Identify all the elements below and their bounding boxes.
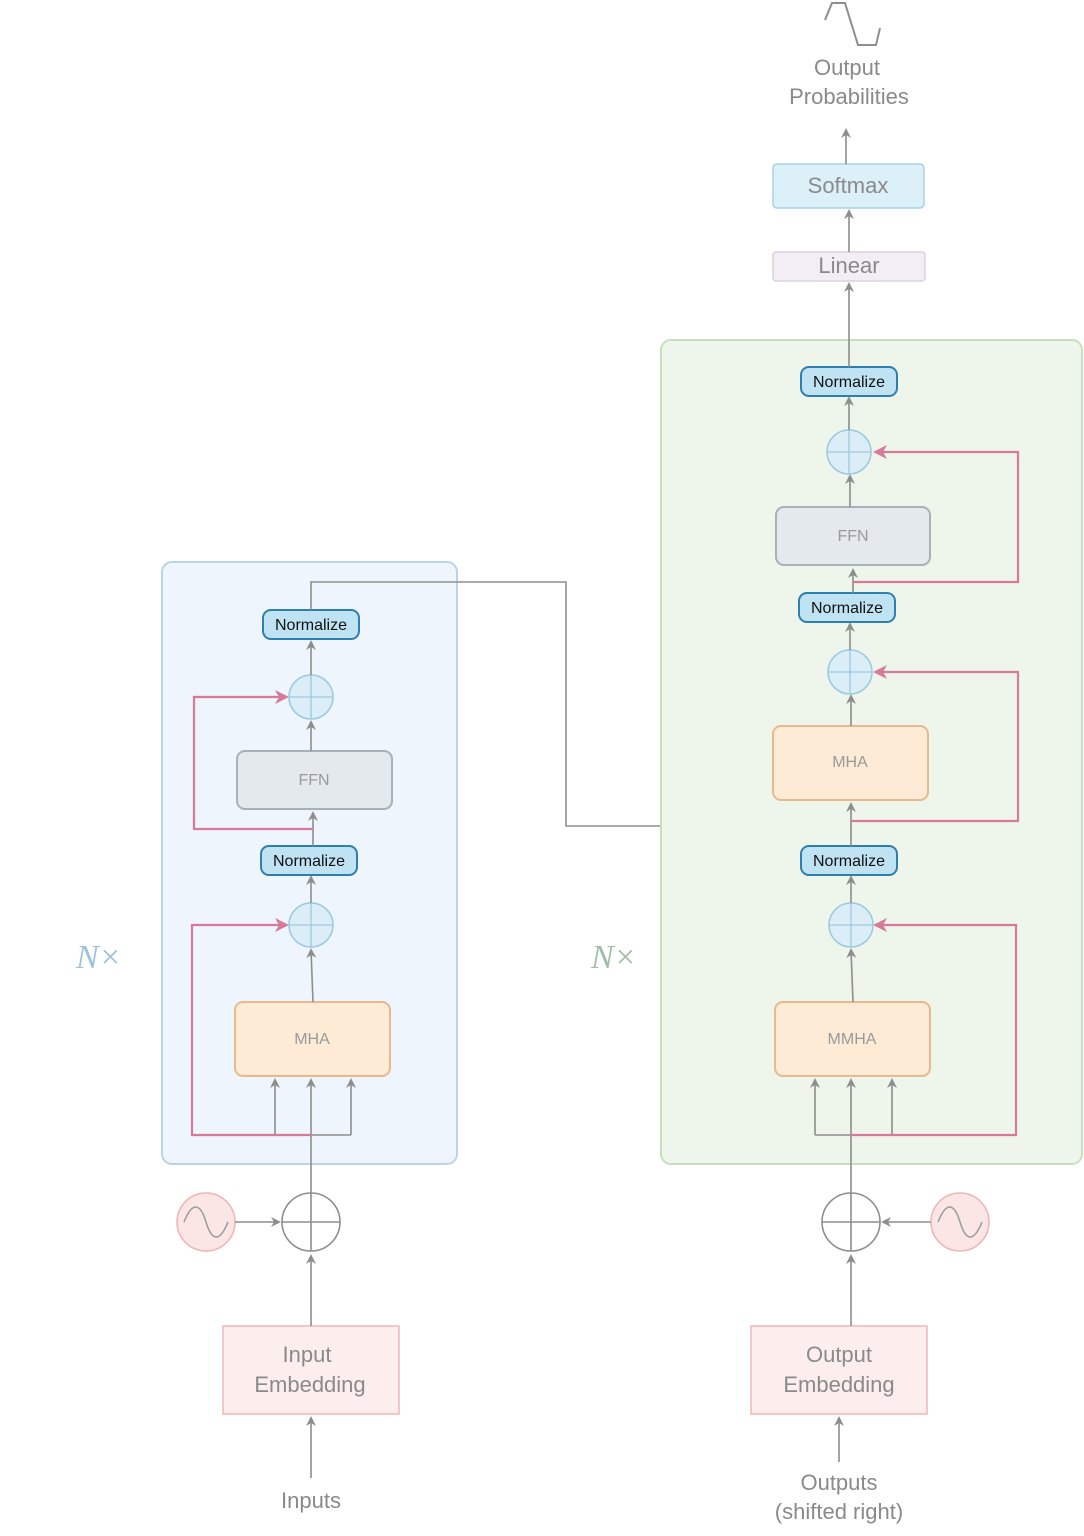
- decoder-mha-label: MHA: [832, 754, 868, 771]
- decoder-input-add-icon: [821, 1192, 881, 1252]
- decoder-normalize-2: [798, 592, 896, 623]
- decoder-sine-wave-icon: [930, 1192, 990, 1252]
- decoder-normalize-1-label: Normalize: [813, 853, 885, 870]
- encoder-sine-wave-icon: [176, 1192, 236, 1252]
- encoder-add1-icon: [288, 902, 334, 948]
- output-embedding-label-2: Embedding: [783, 1372, 894, 1397]
- softmax-label: Softmax: [808, 173, 889, 198]
- decoder-add3-icon: [826, 429, 872, 475]
- input-embedding-label-1: Input: [283, 1342, 332, 1367]
- encoder-ffn-box: [236, 750, 393, 810]
- encoder-input-add-icon: [281, 1192, 341, 1252]
- softmax-box: [772, 163, 925, 209]
- decoder-ffn-label: FFN: [837, 528, 868, 545]
- decoder-add1-icon: [828, 902, 874, 948]
- decoder-outputs-label-2: (shifted right): [775, 1499, 903, 1524]
- encoder-normalize-1: [260, 845, 358, 876]
- decoder-mmha-label: MMHA: [828, 1031, 877, 1048]
- output-probabilities-label-2: Probabilities: [789, 84, 909, 109]
- probability-curve-icon: [824, 2, 881, 46]
- decoder-normalize-3-label: Normalize: [813, 374, 885, 391]
- output-probabilities-label-1: Output: [814, 55, 880, 80]
- decoder-normalize-1: [800, 845, 898, 876]
- linear-label: Linear: [818, 253, 879, 278]
- encoder-ffn-label: FFN: [298, 772, 329, 789]
- decoder-add2-icon: [827, 649, 873, 695]
- encoder-mha-label: MHA: [294, 1031, 330, 1048]
- encoder-inputs-label: Inputs: [281, 1488, 341, 1513]
- decoder-normalize-2-label: Normalize: [811, 600, 883, 617]
- output-embedding-label-1: Output: [806, 1342, 872, 1367]
- decoder-outputs-label-1: Outputs: [800, 1470, 877, 1495]
- input-embedding-box: [222, 1325, 400, 1415]
- encoder-add2-icon: [288, 674, 334, 720]
- encoder-normalize-2-label: Normalize: [275, 617, 347, 634]
- input-embedding-label-2: Embedding: [254, 1372, 365, 1397]
- decoder-ffn-box: [775, 506, 931, 566]
- decoder-repeat-label: N×: [590, 939, 637, 976]
- encoder-repeat-label: N×: [75, 939, 122, 976]
- encoder-normalize-1-label: Normalize: [273, 853, 345, 870]
- output-embedding-box: [750, 1325, 928, 1415]
